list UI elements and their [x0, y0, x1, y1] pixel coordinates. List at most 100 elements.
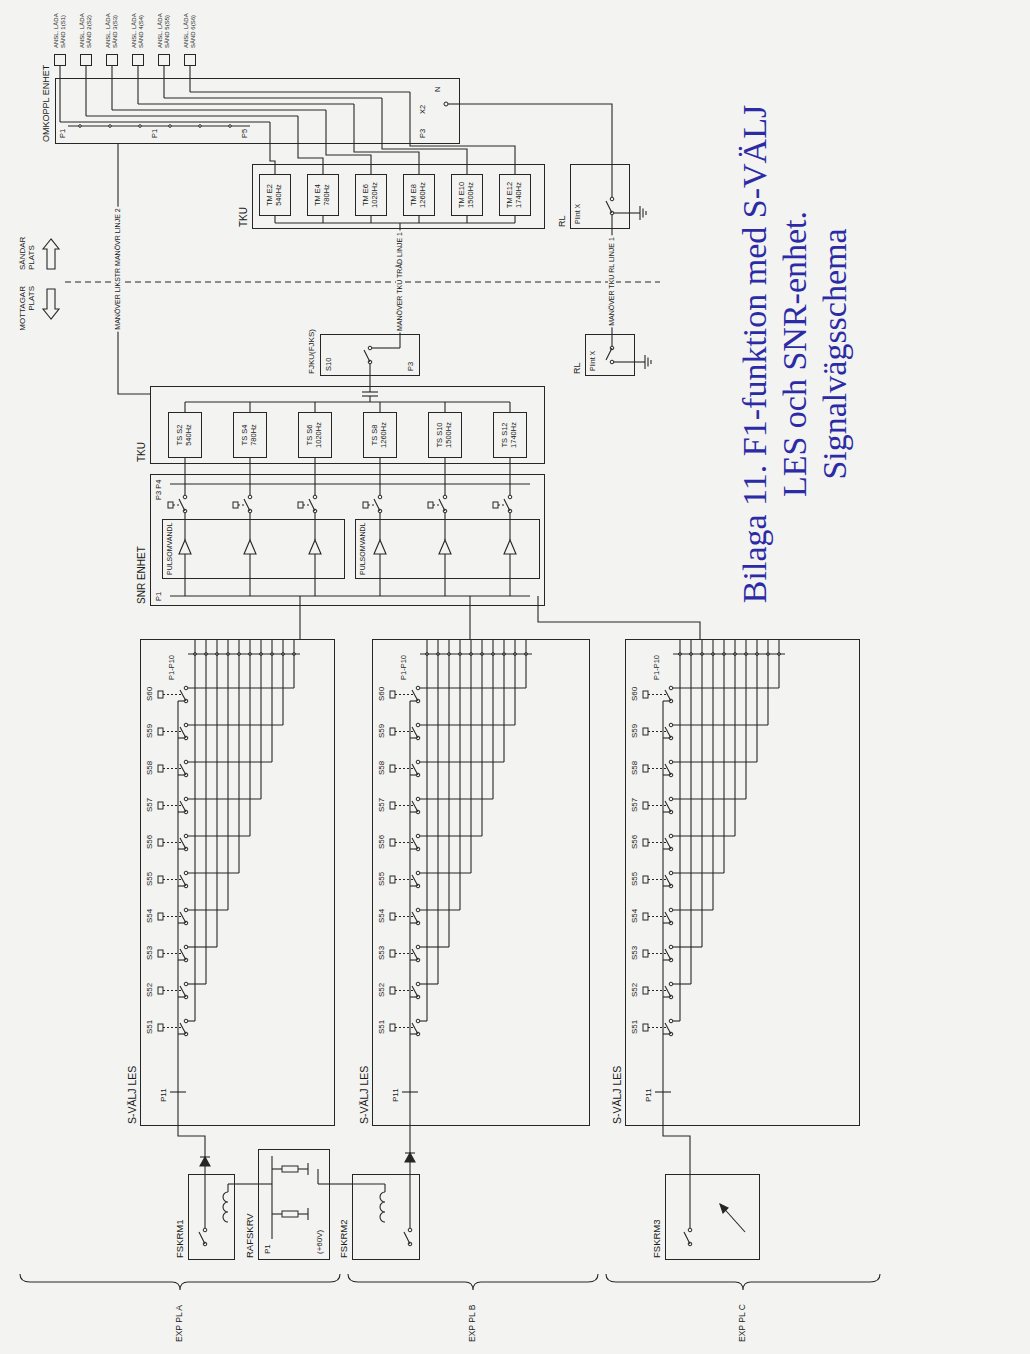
pin-label: S57: [145, 797, 154, 813]
wire-connector: [298, 144, 323, 174]
selector-unit: S-VÄLJ LESP11S51S52S53S54S55S56S57S58S59…: [140, 639, 335, 1126]
component-name: TS S12: [501, 422, 510, 449]
wire-connector: [379, 458, 380, 474]
wire: [60, 121, 270, 122]
terminal-point: [139, 125, 142, 128]
wire: [673, 798, 746, 799]
pin-label: 1500Hz: [467, 181, 476, 209]
amplifier-symbol: [309, 540, 321, 554]
component-name: TM E6: [362, 183, 371, 207]
bus-wire: [690, 639, 691, 984]
wire: [673, 909, 713, 910]
wire: [269, 122, 270, 144]
contact-point: [248, 495, 252, 499]
actuator-link: [173, 504, 181, 505]
wire: [314, 474, 315, 495]
pin-label: P1: [155, 591, 164, 602]
wire-connector: [184, 458, 185, 474]
wire: [537, 596, 538, 606]
coil-symbol: [380, 1192, 385, 1222]
tone-transmitter: TM E101500Hz: [451, 174, 483, 216]
arrow-head: [720, 1204, 728, 1213]
wire: [325, 110, 326, 144]
bus-wire: [756, 639, 757, 762]
pin-label: S51: [377, 1019, 386, 1035]
wire: [59, 78, 60, 122]
wire: [514, 216, 515, 223]
wire: [353, 104, 354, 144]
wire: [178, 737, 184, 738]
push-button: [390, 691, 395, 698]
actuator-link: [395, 916, 414, 917]
place-label: EXP PL A: [175, 1305, 185, 1342]
actuator-link: [433, 504, 441, 505]
wire: [444, 402, 445, 412]
contact-point: [184, 945, 188, 949]
ground-symbol: [647, 358, 648, 367]
contact-point: [610, 360, 614, 364]
switch-lever: [180, 727, 186, 738]
wire: [409, 92, 410, 144]
bus-wire: [227, 639, 228, 910]
direction-arrow: [43, 289, 59, 319]
actuator-link: [395, 842, 414, 843]
wire: [630, 212, 640, 213]
wire: [410, 885, 416, 886]
control-unit: FJKU(FJKS)S10P3: [320, 334, 420, 376]
pin-label: S53: [377, 945, 386, 961]
contact-point: [184, 982, 188, 986]
relay-unit: RLPlint X: [570, 164, 630, 229]
actuator-link: [163, 768, 182, 769]
bus-wire: [712, 639, 713, 910]
push-button: [390, 987, 395, 994]
contact-point: [669, 686, 673, 690]
component-name: FSKRM3: [652, 1218, 663, 1259]
wire: [381, 98, 382, 144]
component-name: TM E4: [314, 183, 323, 207]
place-divider: [65, 281, 660, 282]
wire: [409, 1174, 410, 1228]
contact-point: [313, 495, 317, 499]
component-name: TM E2: [266, 183, 275, 207]
push-button: [158, 950, 163, 957]
component-name: TKU: [238, 206, 250, 228]
actuator-link: [648, 916, 667, 917]
contact-point: [610, 197, 614, 201]
switch-lever: [504, 499, 510, 511]
pin-label: 1020Hz: [315, 421, 324, 449]
switch-lever: [244, 499, 250, 511]
terminal-strip: [170, 595, 530, 596]
actuator-link: [163, 842, 182, 843]
bus-wire: [514, 639, 515, 725]
wire: [352, 1183, 385, 1184]
push-button: [390, 802, 395, 809]
push-button: [158, 1024, 163, 1031]
wire: [410, 1033, 416, 1034]
pin-label: S56: [377, 834, 386, 850]
actuator-link: [648, 1027, 667, 1028]
direction-arrow: [43, 239, 59, 269]
component-name: ANSL. LÅDA SÄND 2(S2): [79, 7, 92, 49]
wire: [663, 996, 669, 997]
contact-point: [443, 495, 447, 499]
actuator-link: [395, 694, 414, 695]
pin-label: P1-P10: [168, 654, 177, 681]
relay-actuator: [493, 502, 498, 508]
wire: [249, 513, 250, 540]
contact-point: [416, 871, 420, 875]
switch-lever: [665, 986, 671, 997]
tone-receiver: TS S121740Hz: [493, 412, 527, 458]
pin-label: S56: [145, 834, 154, 850]
wire: [635, 361, 645, 362]
component-name: ANSL. LÅDA SÄND 3(S3): [105, 7, 118, 49]
common-wire: [275, 222, 515, 223]
tone-receiver: TS S61020Hz: [298, 412, 332, 458]
wire: [410, 996, 416, 997]
pin-label: P1-P10: [653, 654, 662, 681]
terminal-strip: [420, 653, 532, 654]
tone-receiver: TS S2540Hz: [168, 412, 202, 458]
wire: [188, 1020, 195, 1021]
actuator-link: [648, 842, 667, 843]
relay-unit: RLPlint X: [585, 334, 635, 376]
bracket: [348, 1274, 598, 1290]
